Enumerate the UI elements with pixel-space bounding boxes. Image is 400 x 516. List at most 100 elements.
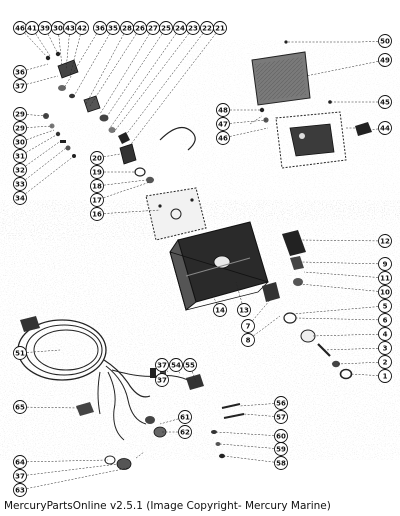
callout-64[interactable]: 64 [13, 455, 27, 469]
callout-11[interactable]: 11 [378, 271, 392, 285]
callout-50[interactable]: 50 [378, 34, 392, 48]
callout-30[interactable]: 30 [13, 135, 27, 149]
callout-13[interactable]: 13 [237, 303, 251, 317]
callout-57[interactable]: 57 [274, 410, 288, 424]
leader-line-64 [19, 459, 109, 463]
callout-22[interactable]: 22 [200, 21, 214, 35]
callout-33[interactable]: 33 [13, 177, 27, 191]
callout-16[interactable]: 16 [90, 207, 104, 221]
callout-42[interactable]: 42 [75, 21, 89, 35]
callout-65[interactable]: 65 [13, 400, 27, 414]
callout-55[interactable]: 55 [183, 358, 197, 372]
callout-59[interactable]: 59 [274, 442, 288, 456]
callout-1[interactable]: 1 [378, 369, 392, 383]
callout-54[interactable]: 54 [169, 358, 183, 372]
callout-61[interactable]: 61 [178, 410, 192, 424]
callout-29[interactable]: 29 [13, 107, 27, 121]
callout-34[interactable]: 34 [13, 191, 27, 205]
callout-46[interactable]: 46 [13, 21, 27, 35]
callout-5[interactable]: 5 [378, 299, 392, 313]
leader-line-21 [127, 27, 221, 149]
callout-number: 34 [15, 195, 25, 203]
callout-36[interactable]: 36 [13, 65, 27, 79]
callout-35[interactable]: 35 [106, 21, 120, 35]
callout-37[interactable]: 37 [155, 358, 169, 372]
callout-58[interactable]: 58 [274, 456, 288, 470]
callout-number: 33 [15, 181, 25, 189]
callout-43[interactable]: 43 [63, 21, 77, 35]
callout-60[interactable]: 60 [274, 429, 288, 443]
leader-line-49 [305, 59, 386, 77]
cover-plate [251, 40, 360, 106]
callout-44[interactable]: 44 [378, 121, 392, 135]
callout-37[interactable]: 37 [13, 469, 27, 483]
callout-41[interactable]: 41 [25, 21, 39, 35]
callout-51[interactable]: 51 [13, 346, 27, 360]
callout-circle [378, 369, 392, 383]
callout-45[interactable]: 45 [378, 95, 392, 109]
callout-circle [178, 425, 192, 439]
callout-number: 11 [380, 275, 390, 283]
callout-number: 29 [15, 125, 25, 133]
callout-number: 46 [218, 135, 228, 143]
callout-49[interactable]: 49 [378, 53, 392, 67]
callout-46[interactable]: 46 [216, 131, 230, 145]
image-copyright-caption: MercuryPartsOnline v2.5.1 (Image Copyrig… [4, 500, 331, 512]
callout-circle [241, 319, 255, 333]
callout-56[interactable]: 56 [274, 396, 288, 410]
callout-19[interactable]: 19 [90, 165, 104, 179]
callout-29[interactable]: 29 [13, 121, 27, 135]
callout-3[interactable]: 3 [378, 341, 392, 355]
callout-6[interactable]: 6 [378, 313, 392, 327]
callout-23[interactable]: 23 [186, 21, 200, 35]
leader-line-18 [96, 179, 147, 187]
callout-18[interactable]: 18 [90, 179, 104, 193]
callout-number: 16 [92, 211, 102, 219]
callout-number: 65 [15, 404, 25, 412]
callout-32[interactable]: 32 [13, 163, 27, 177]
callout-47[interactable]: 47 [216, 117, 230, 131]
callout-24[interactable]: 24 [173, 21, 187, 35]
switch-parts-right [249, 100, 353, 380]
callout-21[interactable]: 21 [213, 21, 227, 35]
callout-26[interactable]: 26 [133, 21, 147, 35]
callout-circle [378, 53, 392, 67]
callout-7[interactable]: 7 [241, 319, 255, 333]
callout-number: 32 [15, 167, 25, 175]
callout-circle [90, 165, 104, 179]
callout-36[interactable]: 36 [93, 21, 107, 35]
callout-circle [378, 299, 392, 313]
callout-circle [213, 303, 227, 317]
callout-17[interactable]: 17 [90, 193, 104, 207]
callout-circle [13, 163, 27, 177]
callout-4[interactable]: 4 [378, 327, 392, 341]
callout-20[interactable]: 20 [90, 151, 104, 165]
callout-30[interactable]: 30 [51, 21, 65, 35]
callout-number: 6 [383, 317, 388, 325]
callout-27[interactable]: 27 [146, 21, 160, 35]
callout-62[interactable]: 62 [178, 425, 192, 439]
callout-39[interactable]: 39 [38, 21, 52, 35]
callout-circle [13, 469, 27, 483]
callout-8[interactable]: 8 [241, 333, 255, 347]
callout-63[interactable]: 63 [13, 483, 27, 497]
callout-2[interactable]: 2 [378, 355, 392, 369]
callout-number: 61 [180, 414, 190, 422]
callout-25[interactable]: 25 [159, 21, 173, 35]
callout-circle [213, 21, 227, 35]
callout-10[interactable]: 10 [378, 285, 392, 299]
callout-14[interactable]: 14 [213, 303, 227, 317]
callout-number: 60 [276, 433, 286, 441]
callout-number: 14 [215, 307, 225, 315]
callout-circle [378, 341, 392, 355]
callout-9[interactable]: 9 [378, 257, 392, 271]
callout-37[interactable]: 37 [13, 79, 27, 93]
callout-48[interactable]: 48 [216, 103, 230, 117]
callout-12[interactable]: 12 [378, 234, 392, 248]
leader-line-51 [19, 349, 61, 354]
callout-37[interactable]: 37 [155, 373, 169, 387]
callout-31[interactable]: 31 [13, 149, 27, 163]
callout-circle [13, 346, 27, 360]
callout-28[interactable]: 28 [120, 21, 134, 35]
callout-number: 13 [239, 307, 249, 315]
